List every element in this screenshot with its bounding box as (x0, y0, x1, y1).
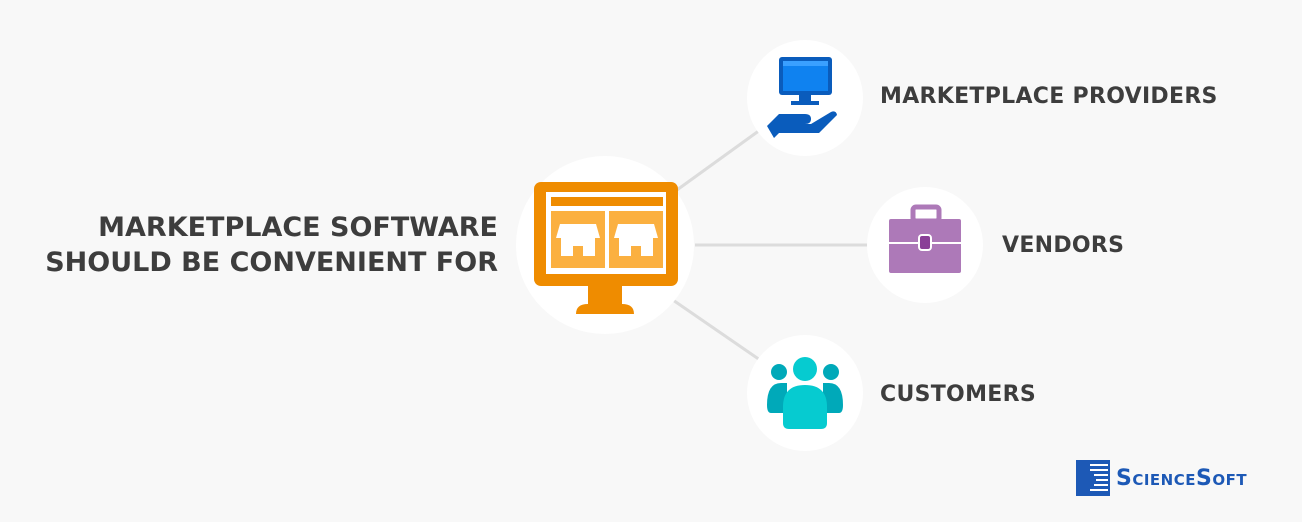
connector-customers (669, 296, 761, 362)
providers-circle (747, 40, 863, 156)
monitor-hand-icon (767, 57, 837, 138)
briefcase-icon (889, 204, 961, 273)
label-customers: CUSTOMERS (880, 382, 1036, 407)
label-marketplace-providers: MARKETPLACE PROVIDERS (880, 84, 1218, 109)
sciencesoft-logo: ScienceSoft (1076, 460, 1247, 496)
logo-text: ScienceSoft (1116, 465, 1248, 491)
page-title: MARKETPLACE SOFTWARE SHOULD BE CONVENIEN… (45, 210, 498, 280)
storefront-monitor-icon (534, 182, 678, 314)
title-line-1: MARKETPLACE SOFTWARE (98, 212, 498, 243)
vendors-circle (867, 187, 983, 303)
sciencesoft-logo-icon (1076, 460, 1110, 496)
customers-circle (747, 335, 863, 451)
connector-providers (669, 128, 761, 197)
title-line-2: SHOULD BE CONVENIENT FOR (45, 247, 498, 278)
label-vendors: VENDORS (1002, 233, 1125, 258)
center-circle (516, 156, 694, 334)
people-group-icon (767, 357, 843, 429)
